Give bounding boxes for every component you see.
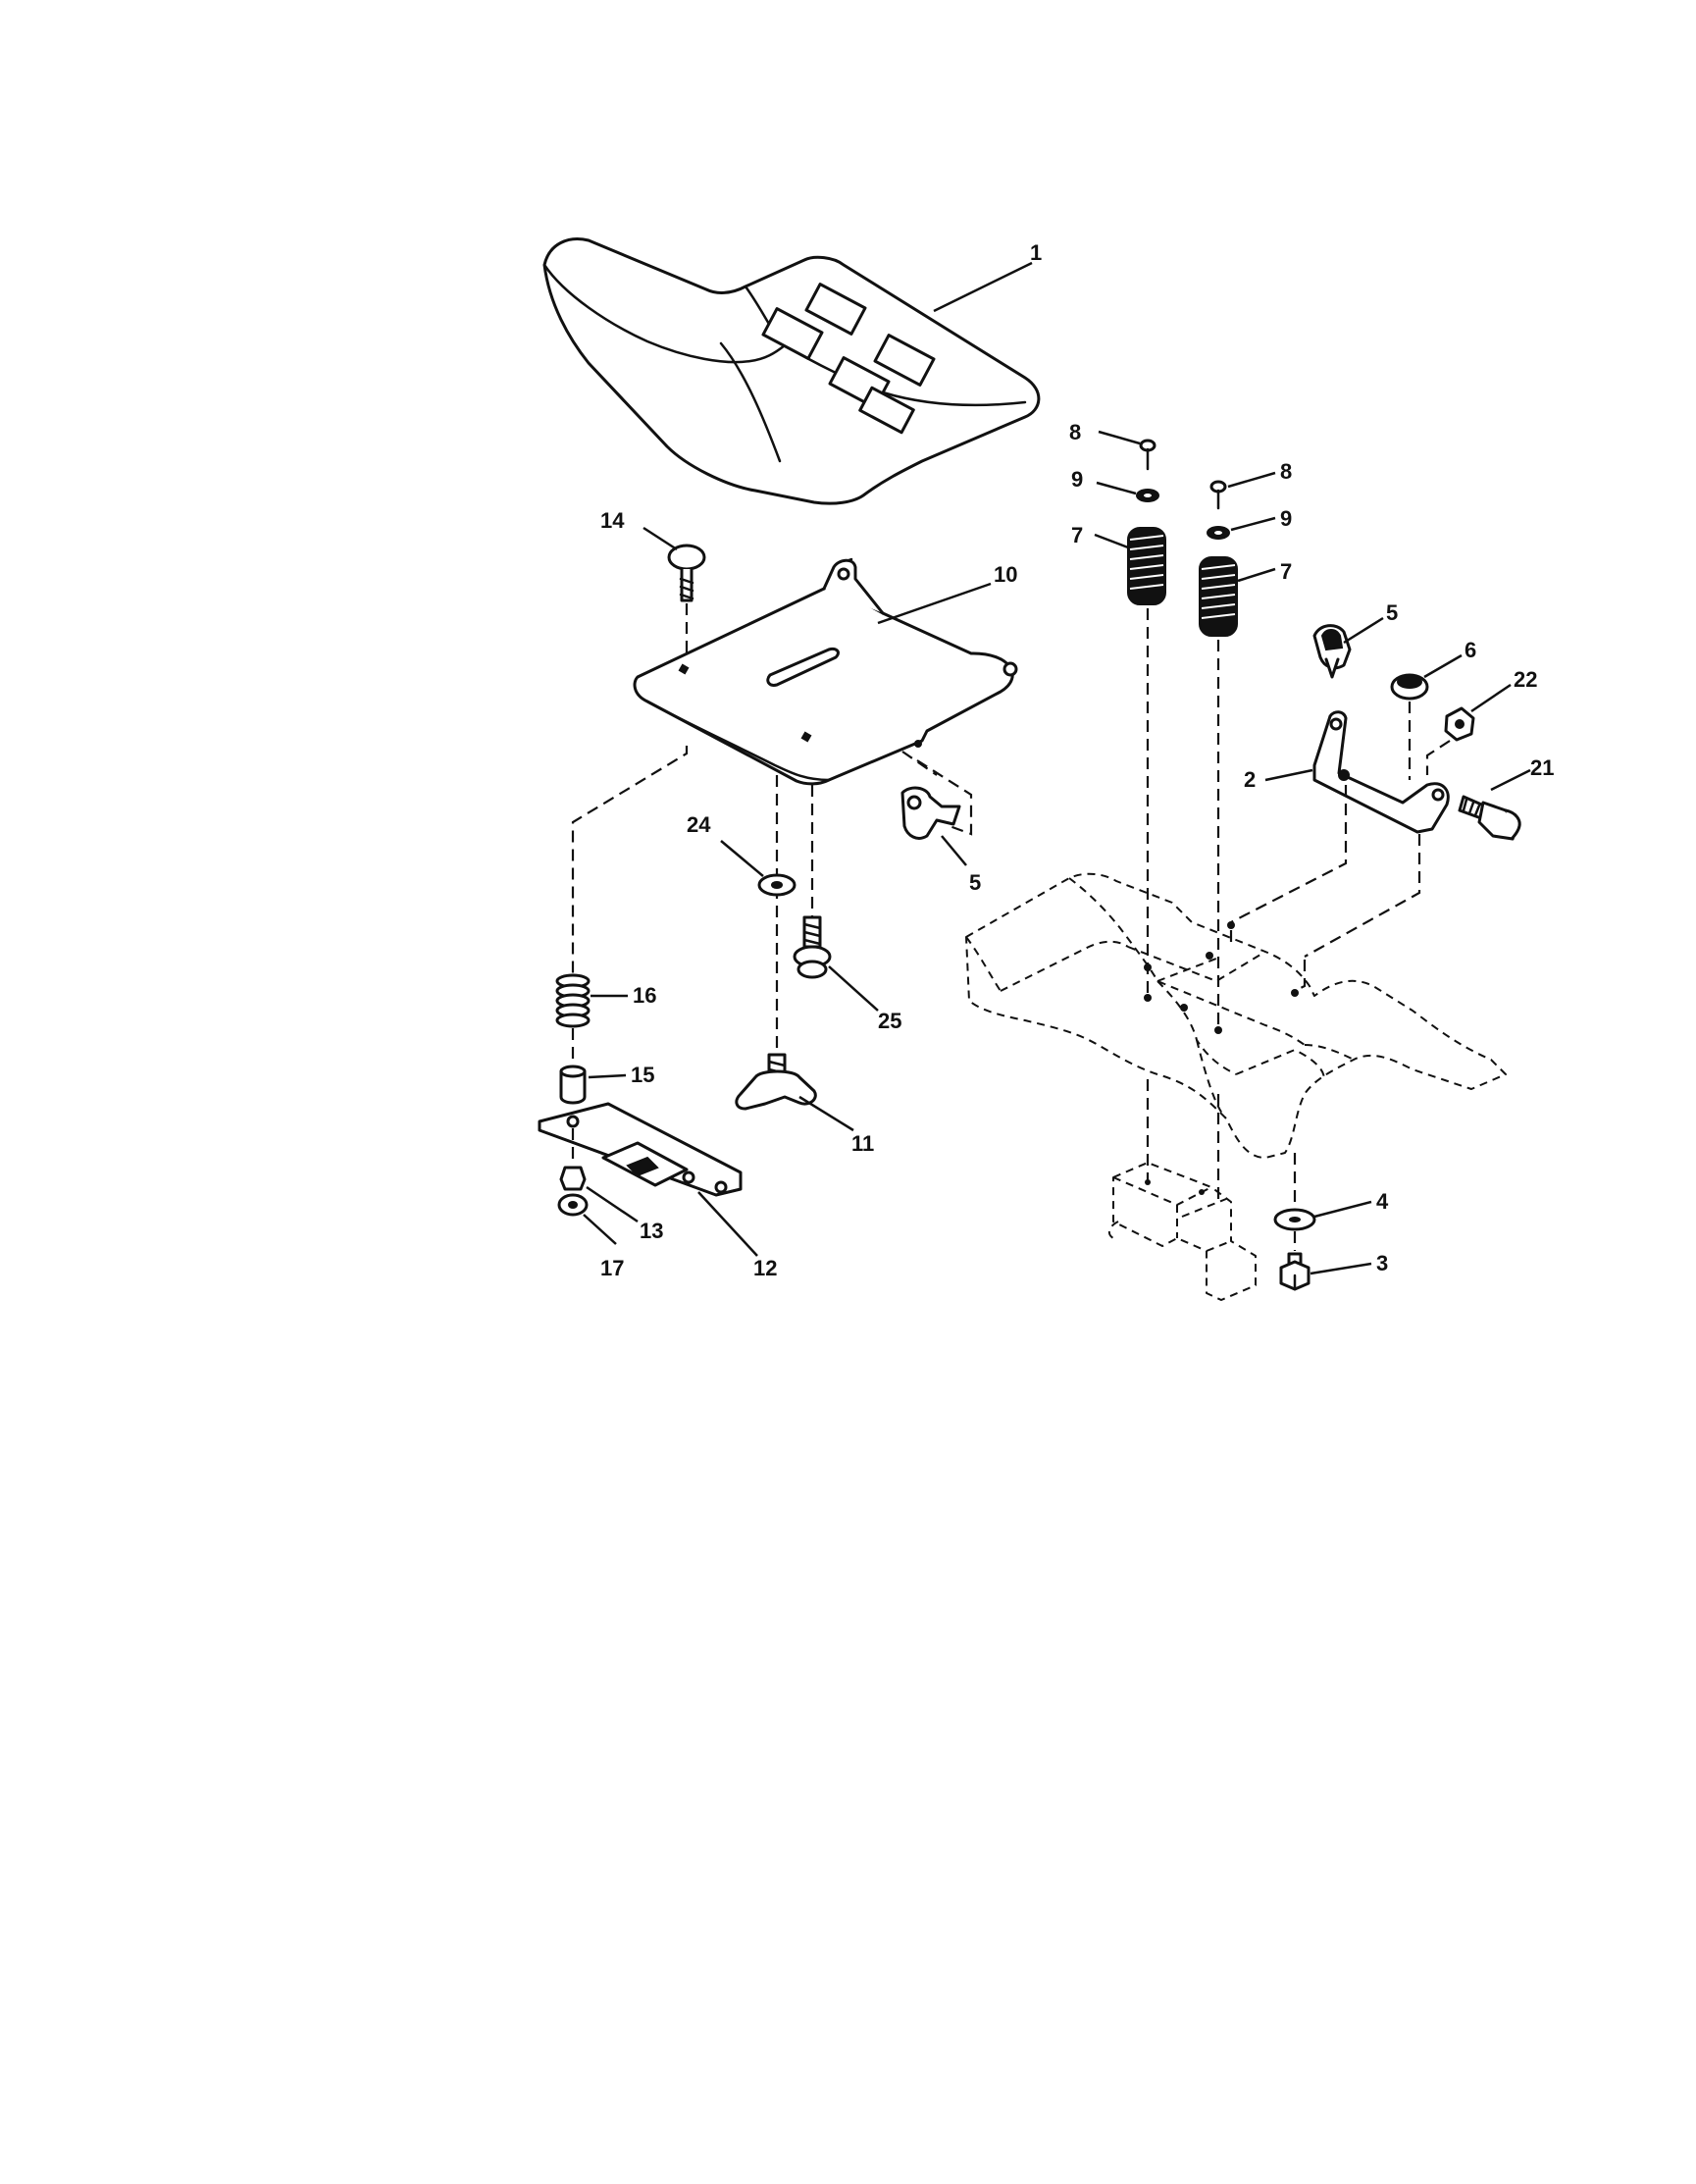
- callout-8-right: 8: [1280, 459, 1292, 484]
- hex-nut: [1444, 706, 1475, 742]
- callout-12: 12: [753, 1256, 777, 1280]
- frame-outline: [1107, 1162, 1257, 1301]
- lock-nut: [559, 1166, 587, 1191]
- washer-9-left: [1136, 489, 1159, 502]
- adjustment-knob: [735, 1053, 817, 1111]
- callout-2: 2: [1244, 767, 1256, 792]
- callout-21: 21: [1530, 755, 1554, 780]
- mounting-bracket: [1312, 710, 1450, 834]
- callout-16: 16: [633, 983, 656, 1008]
- screw-left: [1139, 439, 1156, 471]
- screw-right: [1209, 480, 1227, 510]
- callout-5-left: 5: [969, 870, 981, 895]
- callout-25: 25: [878, 1009, 901, 1033]
- compression-spring: [555, 973, 591, 1028]
- callout-6: 6: [1465, 638, 1476, 662]
- callout-15: 15: [631, 1063, 654, 1087]
- washer-bottom: [557, 1193, 589, 1217]
- flange-nut: [1390, 673, 1429, 701]
- fender-outline: [965, 872, 1507, 1159]
- callout-7-right: 7: [1280, 559, 1292, 584]
- callout-13: 13: [640, 1219, 663, 1243]
- callout-10: 10: [994, 562, 1017, 587]
- bushing: [559, 1065, 587, 1105]
- clip-left: [900, 786, 961, 840]
- callout-5-right: 5: [1386, 600, 1398, 625]
- callout-9-right: 9: [1280, 506, 1292, 531]
- shoulder-bolt: [793, 915, 832, 979]
- hex-bolt: [1279, 1252, 1311, 1291]
- flat-washer: [1273, 1208, 1316, 1231]
- callout-24: 24: [687, 812, 711, 837]
- callout-4: 4: [1376, 1189, 1389, 1214]
- callout-11: 11: [851, 1131, 874, 1156]
- clip-right: [1312, 624, 1352, 679]
- callout-3: 3: [1376, 1251, 1388, 1275]
- seat-pan: [633, 557, 1018, 786]
- washer-left: [757, 873, 797, 897]
- carriage-bolt: [667, 544, 706, 602]
- seat: [542, 237, 1041, 505]
- spring-7-right: [1199, 556, 1238, 637]
- slide-plate: [538, 1102, 743, 1197]
- callout-22: 22: [1514, 667, 1537, 692]
- callout-1: 1: [1030, 240, 1042, 265]
- shoulder-bolt-21: [1458, 795, 1521, 841]
- callout-8-left: 8: [1069, 420, 1081, 444]
- callout-14: 14: [600, 508, 625, 533]
- callout-9-left: 9: [1071, 467, 1083, 492]
- callout-7-left: 7: [1071, 523, 1083, 547]
- spring-7-left: [1127, 527, 1166, 605]
- washer-9-right: [1207, 526, 1230, 540]
- callout-17: 17: [600, 1256, 624, 1280]
